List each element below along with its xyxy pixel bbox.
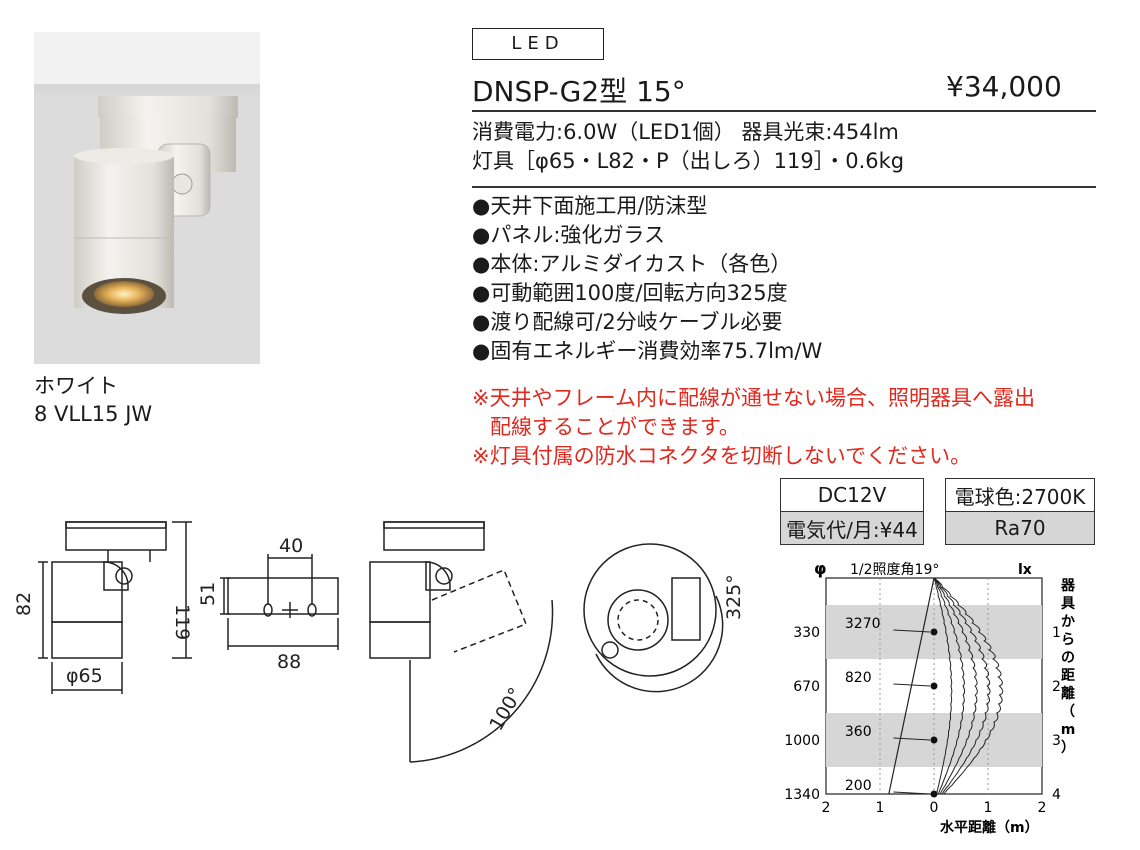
photo-caption: ホワイト 8 VLL15 JW bbox=[34, 372, 152, 428]
ra-value: Ra70 bbox=[945, 511, 1095, 545]
feature-item: ●可動範囲100度/回転方向325度 bbox=[472, 281, 788, 305]
feature-list: ●天井下面施工用/防沫型 ●パネル:強化ガラス ●本体:アルミダイカスト（各色）… bbox=[472, 192, 822, 366]
lux-leader bbox=[893, 791, 931, 795]
lux-value: 820 bbox=[845, 670, 872, 686]
product-photo bbox=[34, 32, 260, 364]
y-label-char: m bbox=[1061, 722, 1076, 738]
x-tick: 1 bbox=[984, 800, 993, 816]
product-code: 8 VLL15 JW bbox=[34, 402, 153, 426]
lux-point bbox=[930, 682, 938, 690]
y-label-char: ら bbox=[1061, 632, 1075, 648]
isolux-curve bbox=[933, 577, 966, 795]
note-line: ※天井やフレーム内に配線が通せない場合、照明器具へ露出 bbox=[472, 386, 1035, 410]
monthly-cost: 電気代/月:¥44 bbox=[780, 511, 924, 545]
divider bbox=[472, 110, 1096, 112]
light-table: 電球色:2700K Ra70 bbox=[945, 478, 1095, 545]
dim-mount-spacing: 40 bbox=[279, 535, 303, 557]
x-tick: 2 bbox=[1038, 800, 1047, 816]
y-label-char: 具 bbox=[1060, 596, 1075, 612]
lux-point bbox=[930, 736, 938, 744]
dim-height-body: 82 bbox=[13, 592, 35, 616]
spec-list: 消費電力:6.0W（LED1個） 器具光束:454lm 灯具［φ65・L82・P… bbox=[472, 118, 904, 176]
distance-tick: 4 bbox=[1052, 787, 1061, 803]
x-tick: 2 bbox=[822, 800, 831, 816]
x-tick: 0 bbox=[930, 800, 939, 816]
diameter-tick: 1340 bbox=[784, 787, 820, 803]
lux-value: 360 bbox=[845, 724, 872, 740]
lux-leader bbox=[893, 683, 931, 687]
distance-tick: 3 bbox=[1052, 733, 1061, 749]
dim-mount-height: 51 bbox=[197, 582, 219, 606]
phi-label: φ bbox=[814, 559, 827, 578]
lux-point bbox=[930, 790, 938, 798]
dim-height-total: 119 bbox=[171, 604, 193, 640]
lx-label: lx bbox=[1018, 562, 1032, 578]
voltage-table: DC12V 電気代/月:¥44 bbox=[780, 478, 924, 545]
feature-item: ●固有エネルギー消費効率75.7lm/W bbox=[472, 339, 823, 363]
lux-value: 3270 bbox=[845, 616, 881, 632]
lux-point bbox=[930, 628, 938, 636]
voltage: DC12V bbox=[780, 478, 924, 512]
y-label-char: か bbox=[1061, 614, 1075, 630]
isolux-curve bbox=[933, 577, 953, 795]
isolux-curve bbox=[933, 577, 978, 795]
y-label-char: の bbox=[1061, 650, 1075, 666]
divider bbox=[472, 186, 1096, 188]
y-label-char: （ bbox=[1061, 704, 1075, 720]
finish-color: ホワイト bbox=[34, 374, 118, 398]
notes: ※天井やフレーム内に配線が通せない場合、照明器具へ露出 配線することができます。… bbox=[472, 384, 1035, 471]
isolux-curve bbox=[933, 577, 991, 795]
dim-rotation-range: 325° bbox=[723, 574, 745, 620]
diameter-tick: 330 bbox=[793, 625, 820, 641]
note-line: ※灯具付属の防水コネクタを切断しないでください。 bbox=[472, 444, 972, 468]
dim-mount-width: 88 bbox=[277, 651, 301, 673]
spotlight-illustration bbox=[34, 32, 260, 314]
y-label-char: ） bbox=[1061, 740, 1075, 756]
lux-leader bbox=[893, 629, 931, 633]
dim-tilt-range: 100° bbox=[485, 684, 527, 735]
spec-power: 消費電力:6.0W（LED1個） 器具光束:454lm bbox=[472, 120, 899, 144]
feature-item: ●天井下面施工用/防沫型 bbox=[472, 194, 708, 218]
y-label-char: 器 bbox=[1060, 578, 1076, 594]
diameter-tick: 670 bbox=[793, 679, 820, 695]
distance-tick: 2 bbox=[1052, 679, 1061, 695]
note-line: 配線することができます。 bbox=[490, 415, 740, 439]
feature-item: ●パネル:強化ガラス bbox=[472, 223, 665, 247]
dim-diameter: φ65 bbox=[66, 665, 103, 687]
lux-leader bbox=[893, 737, 931, 741]
led-badge: LED bbox=[472, 28, 604, 60]
distance-tick: 1 bbox=[1052, 625, 1061, 641]
x-axis-label: 水平距離（m） bbox=[940, 819, 1039, 836]
y-label-char: 離 bbox=[1061, 685, 1075, 702]
price: ¥34,000 bbox=[946, 70, 1062, 103]
spec-size: 灯具［φ65・L82・P（出しろ）119］・0.6kg bbox=[472, 149, 905, 173]
y-label-char: 距 bbox=[1061, 668, 1075, 684]
feature-item: ●本体:アルミダイカスト（各色） bbox=[472, 252, 792, 276]
x-tick: 1 bbox=[876, 800, 885, 816]
color-temp: 電球色:2700K bbox=[945, 478, 1095, 512]
chart-title: 1/2照度角19° bbox=[850, 562, 939, 578]
diameter-tick: 1000 bbox=[784, 733, 820, 749]
isolux-curve bbox=[933, 577, 1004, 795]
beam-edge-left bbox=[888, 577, 935, 795]
dimension-drawings: 82 119 φ65 51 40 88 100° 325° bbox=[13, 521, 745, 763]
feature-item: ●渡り配線可/2分岐ケーブル必要 bbox=[472, 310, 783, 334]
model-name: DNSP-G2型 15° bbox=[472, 75, 686, 108]
lux-value: 200 bbox=[845, 778, 872, 794]
